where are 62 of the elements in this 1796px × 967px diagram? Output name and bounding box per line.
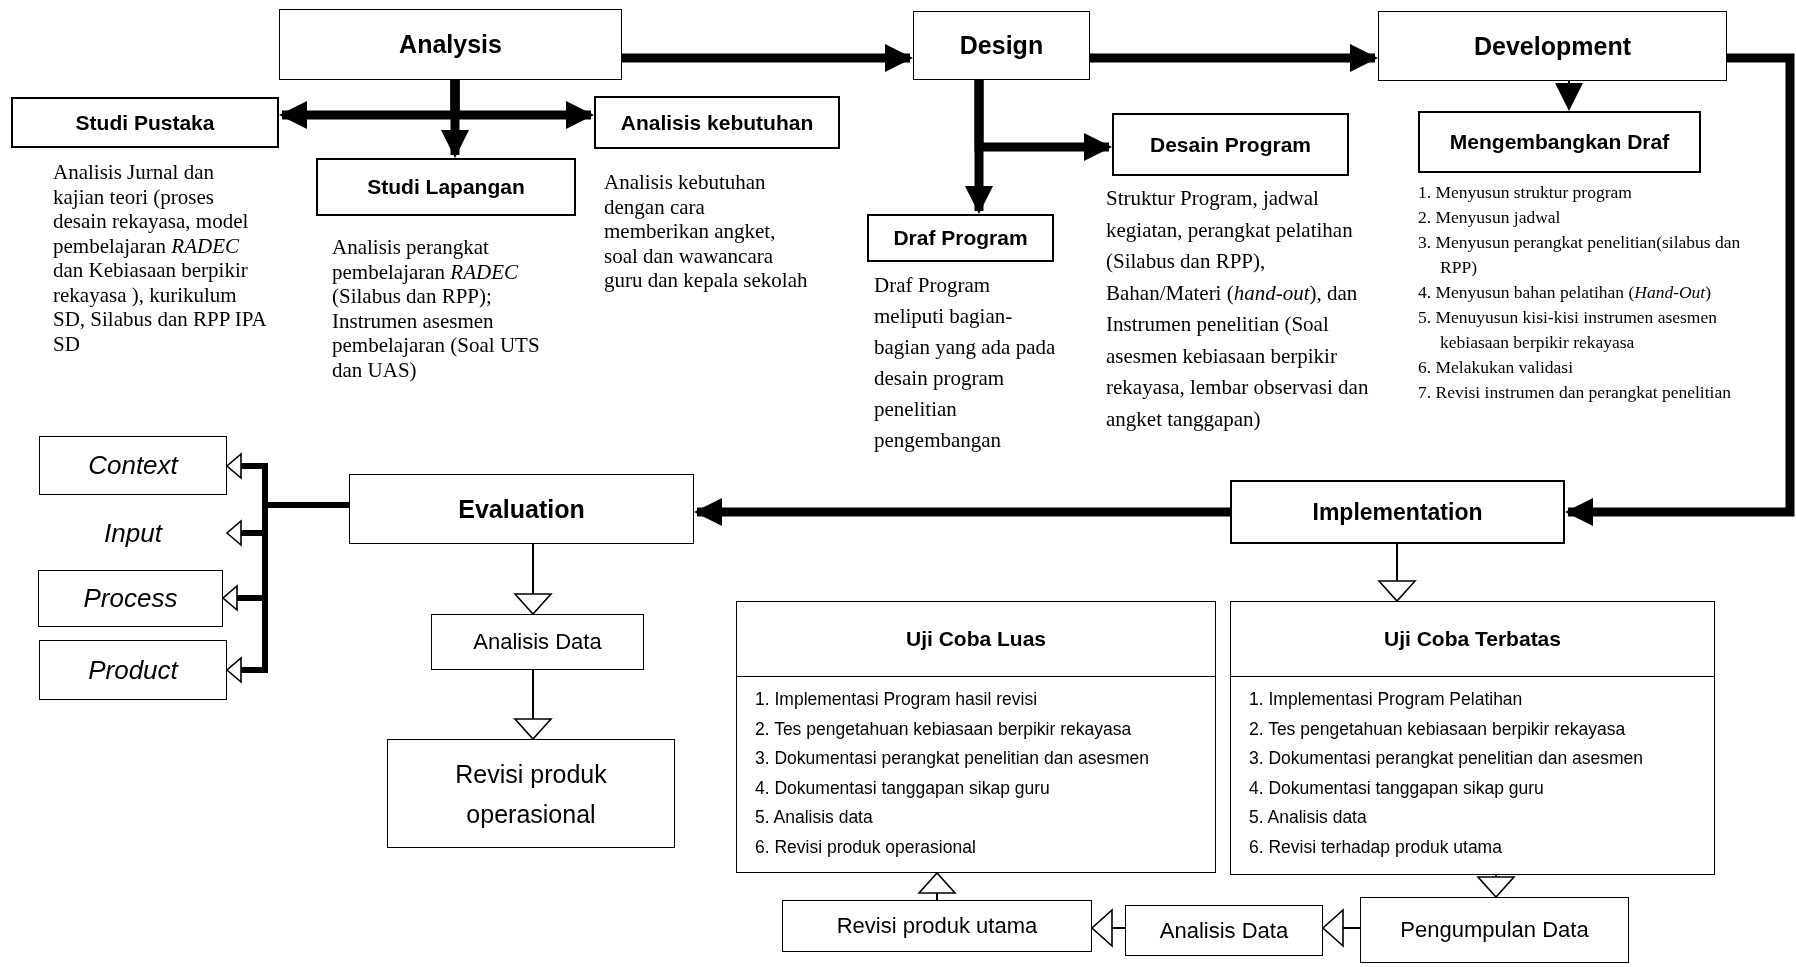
- step-box: Mengembangkan Draf: [1418, 111, 1701, 173]
- description-text: Analisis kebutuhan dengan cara memberikan angket, soal dan wawancara guru dan kepala sekolah: [604, 170, 809, 293]
- list-item: 4. Menyusun bahan pelatihan (Hand-Out): [1418, 281, 1713, 304]
- phase-box: Development: [1378, 11, 1727, 81]
- block-arrow: [1091, 909, 1126, 947]
- phase-box: Implementation: [1230, 480, 1565, 544]
- arrow: [1090, 44, 1378, 72]
- block-arrow: [1322, 909, 1361, 947]
- phase-box: Evaluation: [349, 474, 694, 544]
- list-box: [1230, 601, 1715, 875]
- arrow: [1565, 53, 1795, 526]
- arrow: [450, 80, 594, 129]
- process-box: Revisi produk utama: [782, 900, 1092, 952]
- step-box: Desain Program: [1112, 113, 1349, 176]
- step-box: Draf Program: [867, 214, 1054, 262]
- list-item: 5. Analisis data: [1249, 806, 1368, 829]
- block-arrow: [1477, 874, 1515, 898]
- step-box: Analisis kebutuhan: [594, 96, 840, 149]
- process-box: Pengumpulan Data: [1360, 897, 1629, 963]
- list-item: 3. Menyusun perangkat penelitian(silabus dan RPP): [1418, 231, 1742, 279]
- process-box: Process: [38, 570, 223, 627]
- step-box: Studi Lapangan: [316, 158, 576, 216]
- step-box: Studi Pustaka: [11, 97, 279, 148]
- list-item: 2. Tes pengetahuan kebiasaan berpikir rekayasa: [755, 717, 1133, 741]
- list-item: 2. Menyusun jadwal: [1418, 206, 1562, 229]
- process-box: Product: [39, 640, 227, 700]
- arrow: [1555, 80, 1583, 111]
- arrow: [622, 44, 913, 72]
- list-item: 4. Dokumentasi tanggapan sikap guru: [1249, 776, 1545, 800]
- list-item: 3. Dokumentasi perangkat penelitian dan asesmen: [1249, 747, 1644, 770]
- block-arrow: [514, 669, 552, 740]
- list-item: 1. Menyusun struktur program: [1418, 181, 1633, 204]
- phase-box: Analysis: [279, 9, 622, 80]
- list-item: 6. Revisi produk operasional: [755, 835, 977, 859]
- description-text: Struktur Program, jadwal kegiatan, perangkat pelatihan (Silabus dan RPP), Bahan/Materi (hand-out), dan Instrumen penelitian (Soal asesmen kebiasaan berpikir rekayasa, lembar observasi dan angket tanggapan): [1106, 185, 1370, 433]
- list-item: 6. Melakukan validasi: [1418, 356, 1575, 379]
- list-item: 2. Tes pengetahuan kebiasaan berpikir rekayasa: [1249, 717, 1627, 741]
- list-box: [736, 601, 1216, 873]
- phase-box: Design: [913, 11, 1090, 80]
- process-box: Analisis Data: [1125, 905, 1323, 956]
- list-item: 4. Dokumentasi tanggapan sikap guru: [755, 776, 1051, 800]
- node-label: Input: [39, 508, 227, 558]
- block-arrow: [918, 872, 956, 901]
- list-item: 5. Menuyusun kisi-kisi instrumen asesmen kebiasaan berpikir rekayasa: [1418, 306, 1718, 354]
- process-box: Analisis Data: [431, 614, 644, 670]
- list-item: 5. Analisis data: [755, 806, 874, 829]
- list-item: 1. Implementasi Program Pelatihan: [1249, 688, 1524, 711]
- description-text: Analisis Jurnal dan kajian teori (proses desain rekayasa, model pembelajaran RADEC dan Kebiasaan berpikir rekayasa ), kurikulum SD, Silabus dan RPP IPA SD: [53, 160, 268, 356]
- box-heading: Uji Coba Luas: [737, 602, 1215, 677]
- process-box: Revisi produk operasional: [387, 739, 675, 848]
- block-arrow: [1378, 543, 1416, 602]
- list-item: 3. Dokumentasi perangkat penelitian dan asesmen: [755, 747, 1150, 770]
- list-item: 1. Implementasi Program hasil revisi: [755, 688, 1039, 711]
- list-item: 7. Revisi instrumen dan perangkat penelitian: [1418, 381, 1732, 404]
- arrow: [974, 80, 1112, 161]
- box-heading: Uji Coba Terbatas: [1231, 602, 1714, 677]
- description-text: Analisis perangkat pembelajaran RADEC (Silabus dan RPP); Instrumen asesmen pembelajaran (Soal UTS dan UAS): [332, 235, 541, 382]
- block-arrow: [514, 543, 552, 615]
- process-box: Context: [39, 436, 227, 495]
- list-item: 6. Revisi terhadap produk utama: [1249, 835, 1503, 859]
- description-text: Draf Program meliputi bagian-bagian yang ada pada desain program penelitian pengembangan: [874, 272, 1057, 454]
- arrow: [694, 498, 1230, 526]
